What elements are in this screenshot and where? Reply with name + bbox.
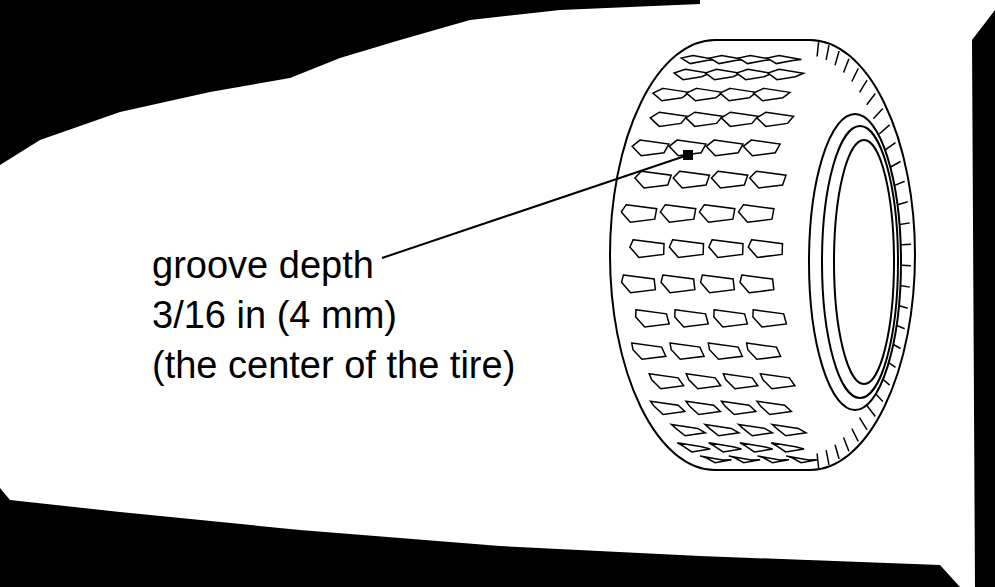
- sidewall-rib: [879, 125, 889, 134]
- tread-lug: [709, 443, 742, 452]
- tread-lug: [771, 443, 804, 452]
- tread-lug: [739, 205, 774, 222]
- tread-lug: [686, 88, 722, 100]
- tread-lug: [786, 456, 817, 463]
- tread-lug: [739, 56, 773, 64]
- tread-lug: [740, 275, 774, 293]
- tread-lug: [757, 456, 788, 463]
- sidewall-rib: [835, 51, 839, 65]
- tread-lug: [635, 171, 671, 188]
- tread-lug: [686, 401, 720, 414]
- callout-label: (the center of the tire): [152, 340, 515, 390]
- tread-lug: [686, 112, 723, 126]
- tread-lug: [671, 424, 705, 435]
- sidewall-rib: [860, 418, 868, 430]
- tread-lug: [673, 171, 709, 188]
- tread-lug: [705, 69, 740, 79]
- tread-lugs: [621, 56, 817, 463]
- tread-lug: [757, 401, 791, 414]
- callout-label: groove depth: [152, 240, 374, 290]
- tire-body: [610, 40, 915, 470]
- sidewall-rib: [835, 445, 839, 459]
- tread-lug: [709, 240, 743, 258]
- tread-lug: [721, 401, 755, 414]
- tread-lug: [699, 205, 734, 222]
- tread-lug: [660, 205, 695, 222]
- tread-lug: [714, 310, 747, 327]
- sidewall-rib: [817, 454, 819, 469]
- tread-lug: [686, 374, 720, 389]
- tread-lug: [710, 56, 744, 64]
- tread-lug: [706, 140, 743, 156]
- tread-lug: [701, 275, 735, 293]
- rim-hub: [834, 140, 894, 384]
- tread-lug: [674, 69, 709, 79]
- tread-lug: [670, 343, 704, 359]
- tread-lug: [632, 343, 666, 359]
- sidewall-rib: [852, 69, 858, 82]
- tread-lug: [630, 240, 664, 258]
- tread-lug: [753, 310, 786, 327]
- sidewall-rib: [844, 59, 849, 73]
- tread-lug: [636, 310, 669, 327]
- tread-lug: [650, 112, 687, 126]
- leader-dot: [683, 150, 693, 160]
- sidewall-rib: [884, 143, 895, 151]
- tread-lug: [653, 88, 689, 100]
- tread-lug: [705, 424, 739, 435]
- tread-lug: [743, 140, 780, 156]
- rim-inner: [822, 126, 898, 398]
- sidewall-rib: [826, 45, 829, 60]
- tire: [610, 40, 915, 470]
- tread-lug: [711, 171, 747, 188]
- tread-lug: [621, 205, 656, 222]
- sidewall-rib: [873, 108, 883, 118]
- tread-lug: [768, 69, 803, 79]
- tread-lug: [661, 275, 695, 293]
- tread-lug: [720, 88, 756, 100]
- tread-lug: [669, 240, 703, 258]
- tread-lug: [739, 424, 773, 435]
- tread-lug: [681, 56, 715, 64]
- tread-lug: [649, 374, 683, 389]
- tread-lug: [737, 69, 772, 79]
- sidewall-rib: [860, 80, 868, 92]
- tread-lug: [708, 343, 742, 359]
- tread-lug: [760, 374, 794, 389]
- tread-lug: [675, 310, 708, 327]
- rim-outer: [809, 114, 901, 410]
- tread-lug: [721, 112, 758, 126]
- tread-lug: [723, 374, 757, 389]
- sidewall-rib: [867, 93, 876, 104]
- tread-lug: [700, 456, 731, 463]
- tread-lug: [747, 343, 781, 359]
- tread-lug: [767, 56, 801, 64]
- tread-lug: [754, 88, 790, 100]
- tread-lug: [729, 456, 760, 463]
- sidewall-rib: [844, 438, 849, 452]
- sidewall-rib: [826, 450, 829, 465]
- callout-label: 3/16 in (4 mm): [152, 290, 397, 340]
- tread-lug: [750, 171, 786, 188]
- tread-lug: [650, 401, 684, 414]
- tread-lug: [677, 443, 710, 452]
- sidewall-rib: [867, 405, 876, 416]
- tread-lug: [748, 240, 782, 258]
- sidewall-rib: [852, 428, 858, 441]
- tread-lug: [757, 112, 794, 126]
- tread-lug: [632, 140, 669, 156]
- leader-line: [382, 155, 688, 258]
- tread-lug: [740, 443, 773, 452]
- tread-lug: [772, 424, 806, 435]
- sidewall-rib: [817, 42, 819, 57]
- tread-lug: [622, 275, 656, 293]
